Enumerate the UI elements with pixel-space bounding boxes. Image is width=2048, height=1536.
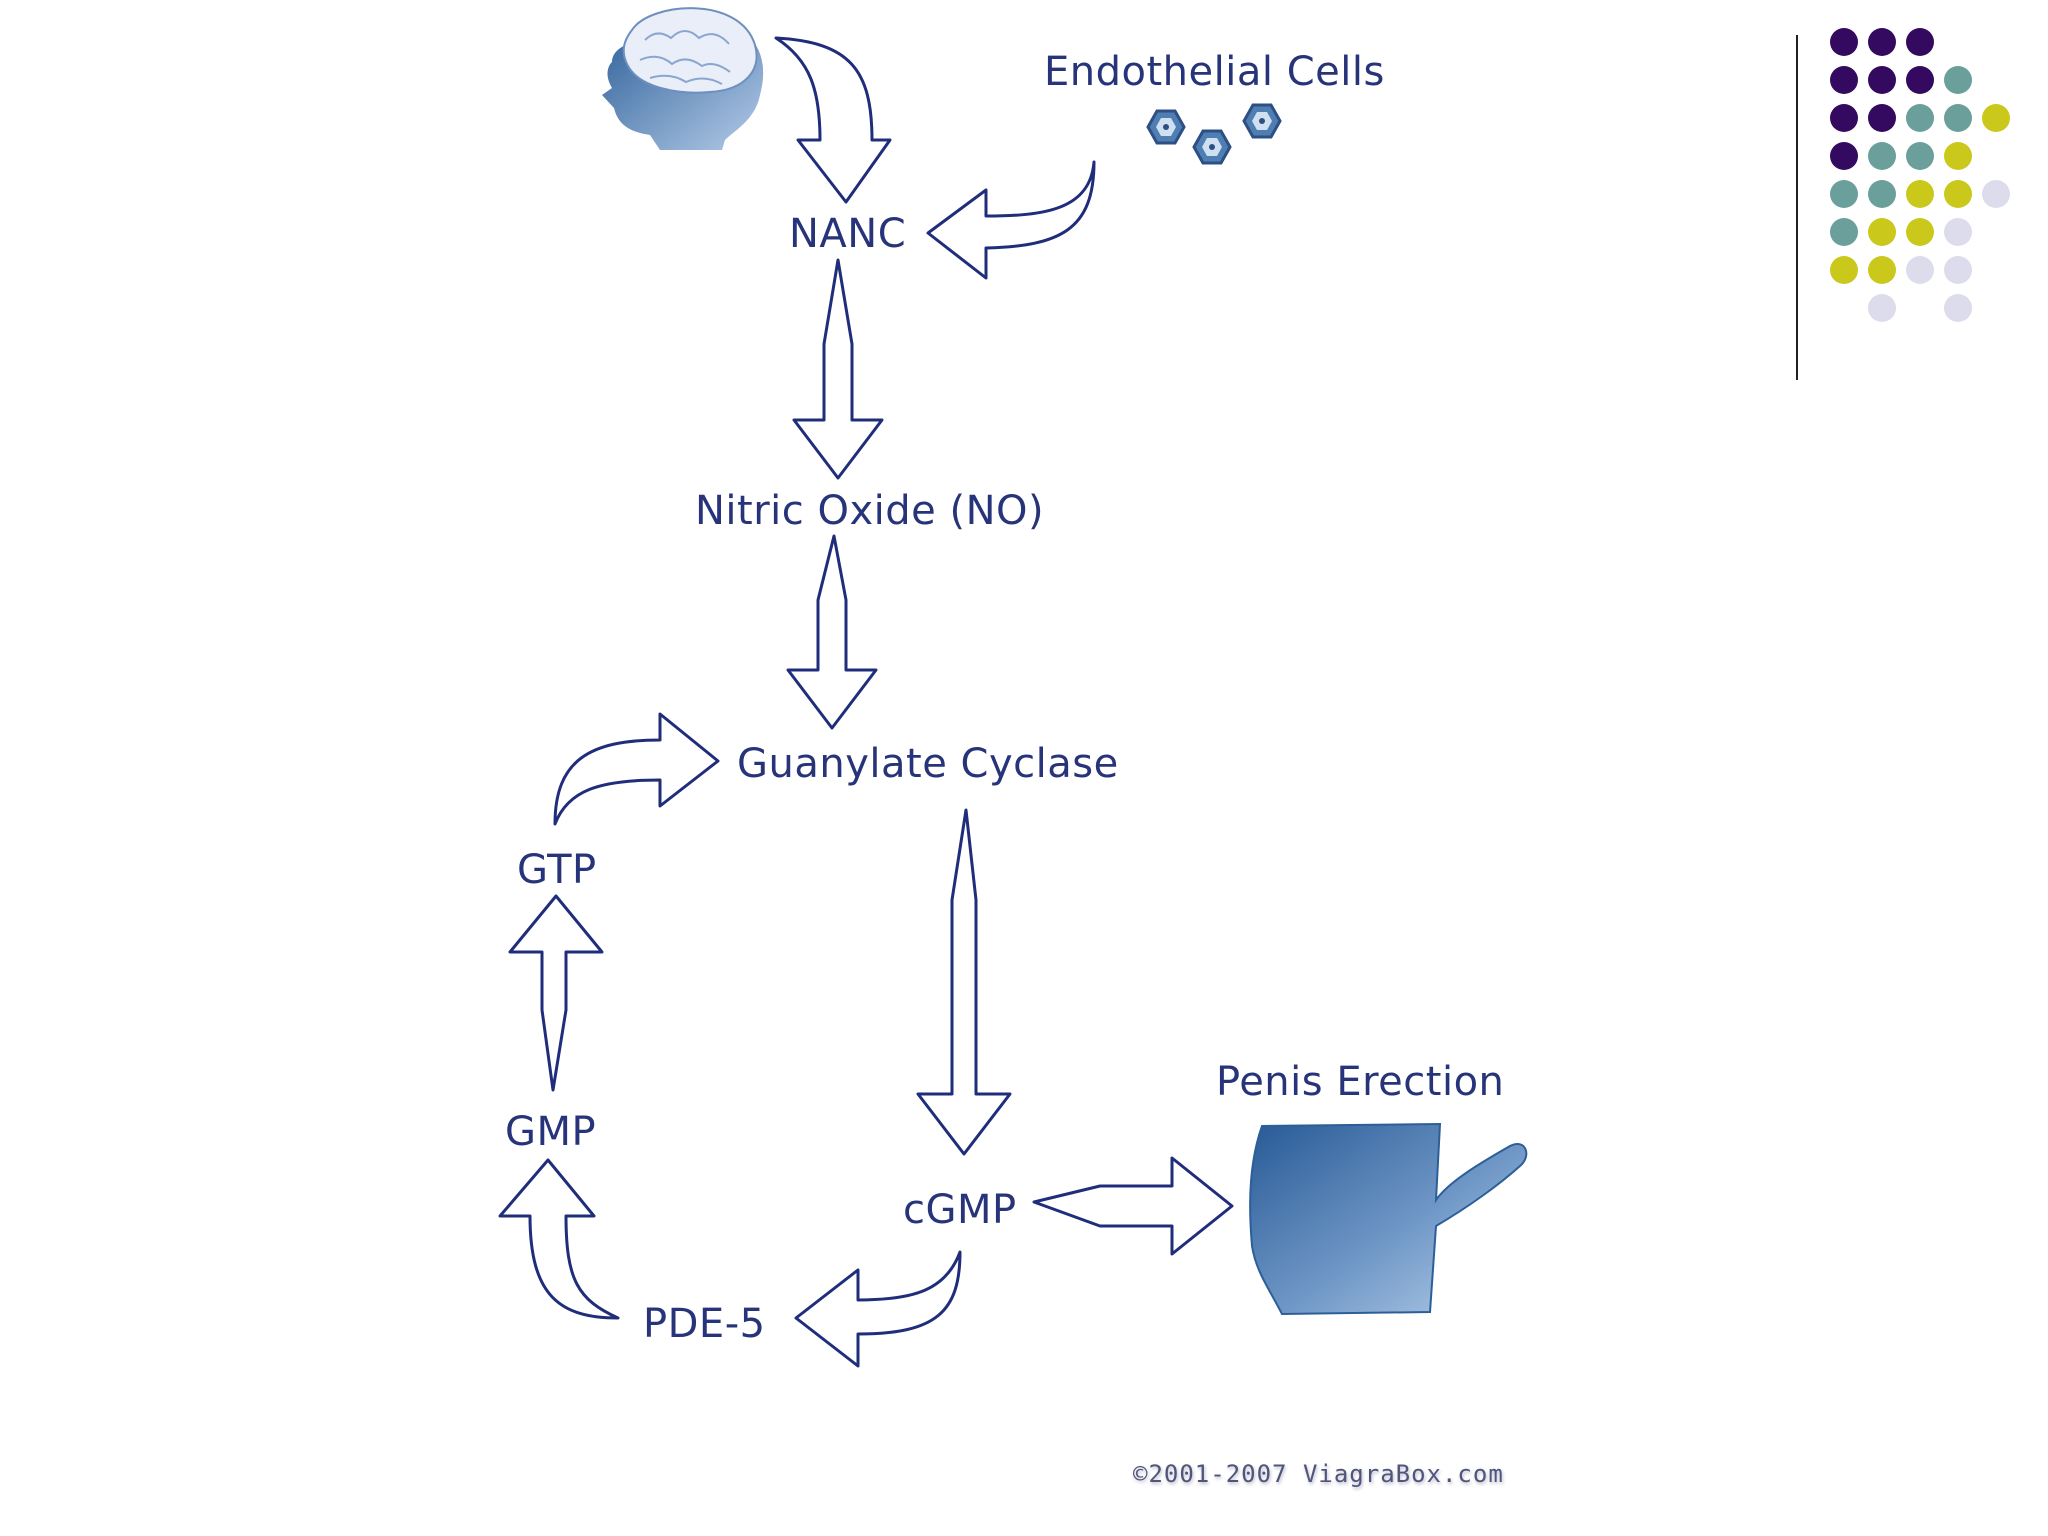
decor-dot (1868, 294, 1896, 322)
decor-dot (1906, 66, 1934, 94)
decor-dot (1830, 256, 1858, 284)
decor-dot (1906, 28, 1934, 56)
label-guanylate-cyclase: Guanylate Cyclase (737, 741, 1119, 787)
decor-dot (1944, 66, 1972, 94)
decor-dot (1906, 218, 1934, 246)
decor-dot (1906, 256, 1934, 284)
decor-dot (1830, 28, 1858, 56)
head-brain-icon (602, 7, 764, 150)
label-gmp: GMP (505, 1109, 597, 1155)
decor-dot (1906, 142, 1934, 170)
decor-dot (1982, 104, 2010, 132)
decor-dot (1944, 294, 1972, 322)
decor-dot (1830, 142, 1858, 170)
label-endothelial-cells: Endothelial Cells (1044, 49, 1385, 95)
decor-dot-grid (1830, 28, 2030, 348)
label-gtp: GTP (517, 847, 597, 893)
decor-dot (1944, 218, 1972, 246)
decor-dot (1944, 256, 1972, 284)
decor-dot (1868, 66, 1896, 94)
decor-dot (1944, 142, 1972, 170)
decor-dot (1906, 104, 1934, 132)
arrow-pde5-to-gmp (498, 1158, 620, 1320)
decor-dot (1830, 66, 1858, 94)
copyright-credit: ©2001-2007 ViagraBox.com (1133, 1460, 1504, 1488)
arrow-nanc-to-no (792, 258, 884, 480)
arrow-no-to-gc (786, 534, 878, 730)
arrow-cgmp-to-pde5 (794, 1250, 962, 1368)
decor-dot (1868, 28, 1896, 56)
decor-dot (1944, 180, 1972, 208)
decor-dot (1906, 180, 1934, 208)
arrow-gtp-to-gc (553, 712, 720, 826)
erection-figure-icon (1249, 1122, 1528, 1316)
decor-dot (1868, 104, 1896, 132)
arrow-endothelial-to-nanc (926, 160, 1096, 280)
label-nanc: NANC (789, 211, 907, 257)
label-cgmp: cGMP (903, 1187, 1017, 1233)
decor-dot (1868, 180, 1896, 208)
decor-dot (1982, 180, 2010, 208)
decor-dot (1830, 218, 1858, 246)
decor-dot (1830, 180, 1858, 208)
decor-dot (1944, 104, 1972, 132)
arrow-cgmp-to-erection (1032, 1156, 1234, 1256)
arrow-brain-to-nanc (774, 36, 892, 204)
label-nitric-oxide: Nitric Oxide (NO) (695, 488, 1045, 534)
label-pde5: PDE-5 (643, 1301, 766, 1347)
endothelial-cells-icon (1146, 103, 1282, 165)
arrow-gc-to-cgmp (916, 808, 1012, 1156)
decor-dot (1868, 218, 1896, 246)
decor-divider (1796, 35, 1798, 380)
decor-dot (1868, 142, 1896, 170)
label-penis-erection: Penis Erection (1216, 1059, 1505, 1105)
decor-dot (1868, 256, 1896, 284)
decor-dot (1830, 104, 1858, 132)
arrow-gmp-to-gtp (508, 894, 604, 1092)
